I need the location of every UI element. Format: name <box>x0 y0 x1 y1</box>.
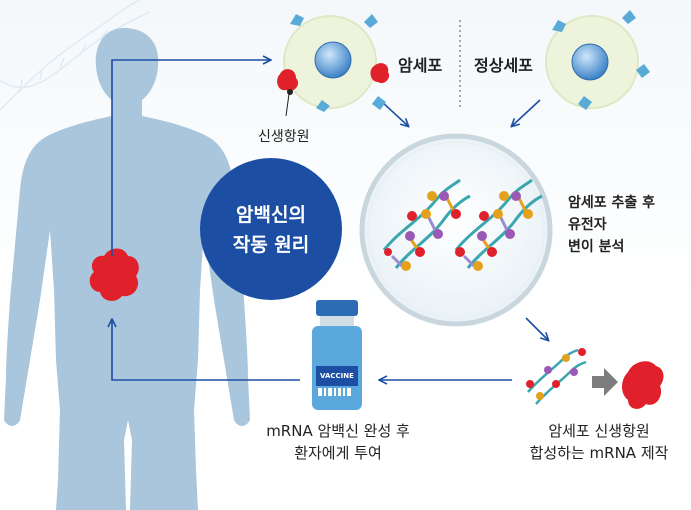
mrna-production-line-1: 암세포 신생항원 <box>548 422 650 440</box>
normal-cell <box>545 10 650 110</box>
analysis-label-line-2: 유전자 <box>568 217 607 233</box>
vaccine-bottle <box>312 300 362 410</box>
cancer-cell-label: 암세포 <box>398 56 443 75</box>
title-badge: 암백신의 작동 원리 <box>200 158 342 300</box>
mrna-production-line-2: 합성하는 mRNA 제작 <box>529 444 669 462</box>
arrow-vaccine-to-body <box>112 320 300 381</box>
arrow-body-to-cancer-cell <box>111 60 270 256</box>
mrna-production-label: 암세포 신생항원 합성하는 mRNA 제작 <box>510 420 688 464</box>
analysis-label-line-1: 암세포 추출 후 <box>568 195 656 211</box>
arrow-lens-to-mrna <box>525 317 548 340</box>
tumor-in-body <box>89 248 139 301</box>
neoantigen-label: 신생항원 <box>258 129 310 145</box>
mrna-strand <box>526 348 587 405</box>
analysis-label-line-3: 변이 분석 <box>568 239 625 255</box>
title-line-2: 작동 원리 <box>232 234 310 256</box>
arrow-normal-cell-to-lens <box>512 99 541 126</box>
normal-cell-label: 정상세포 <box>474 56 533 75</box>
vaccine-admin-label: mRNA 암백신 완성 후 환자에게 투여 <box>238 420 438 464</box>
vaccine-admin-line-1: mRNA 암백신 완성 후 <box>266 422 410 440</box>
arrow-cancer-cell-to-lens <box>379 99 408 126</box>
title-line-1: 암백신의 <box>236 204 306 226</box>
analysis-lens <box>359 133 553 327</box>
gray-arrow-icon <box>592 368 618 396</box>
vaccine-bottle-label: VACCINE <box>320 372 354 380</box>
neoantigen-shape <box>622 361 664 409</box>
analysis-label: 암세포 추출 후 유전자 변이 분석 <box>568 192 655 258</box>
background-dna-helix <box>0 0 151 111</box>
dna-helix-right <box>454 178 543 271</box>
vaccine-admin-line-2: 환자에게 투여 <box>294 444 382 462</box>
dna-helix-left <box>382 178 471 271</box>
cancer-cell <box>277 14 390 117</box>
